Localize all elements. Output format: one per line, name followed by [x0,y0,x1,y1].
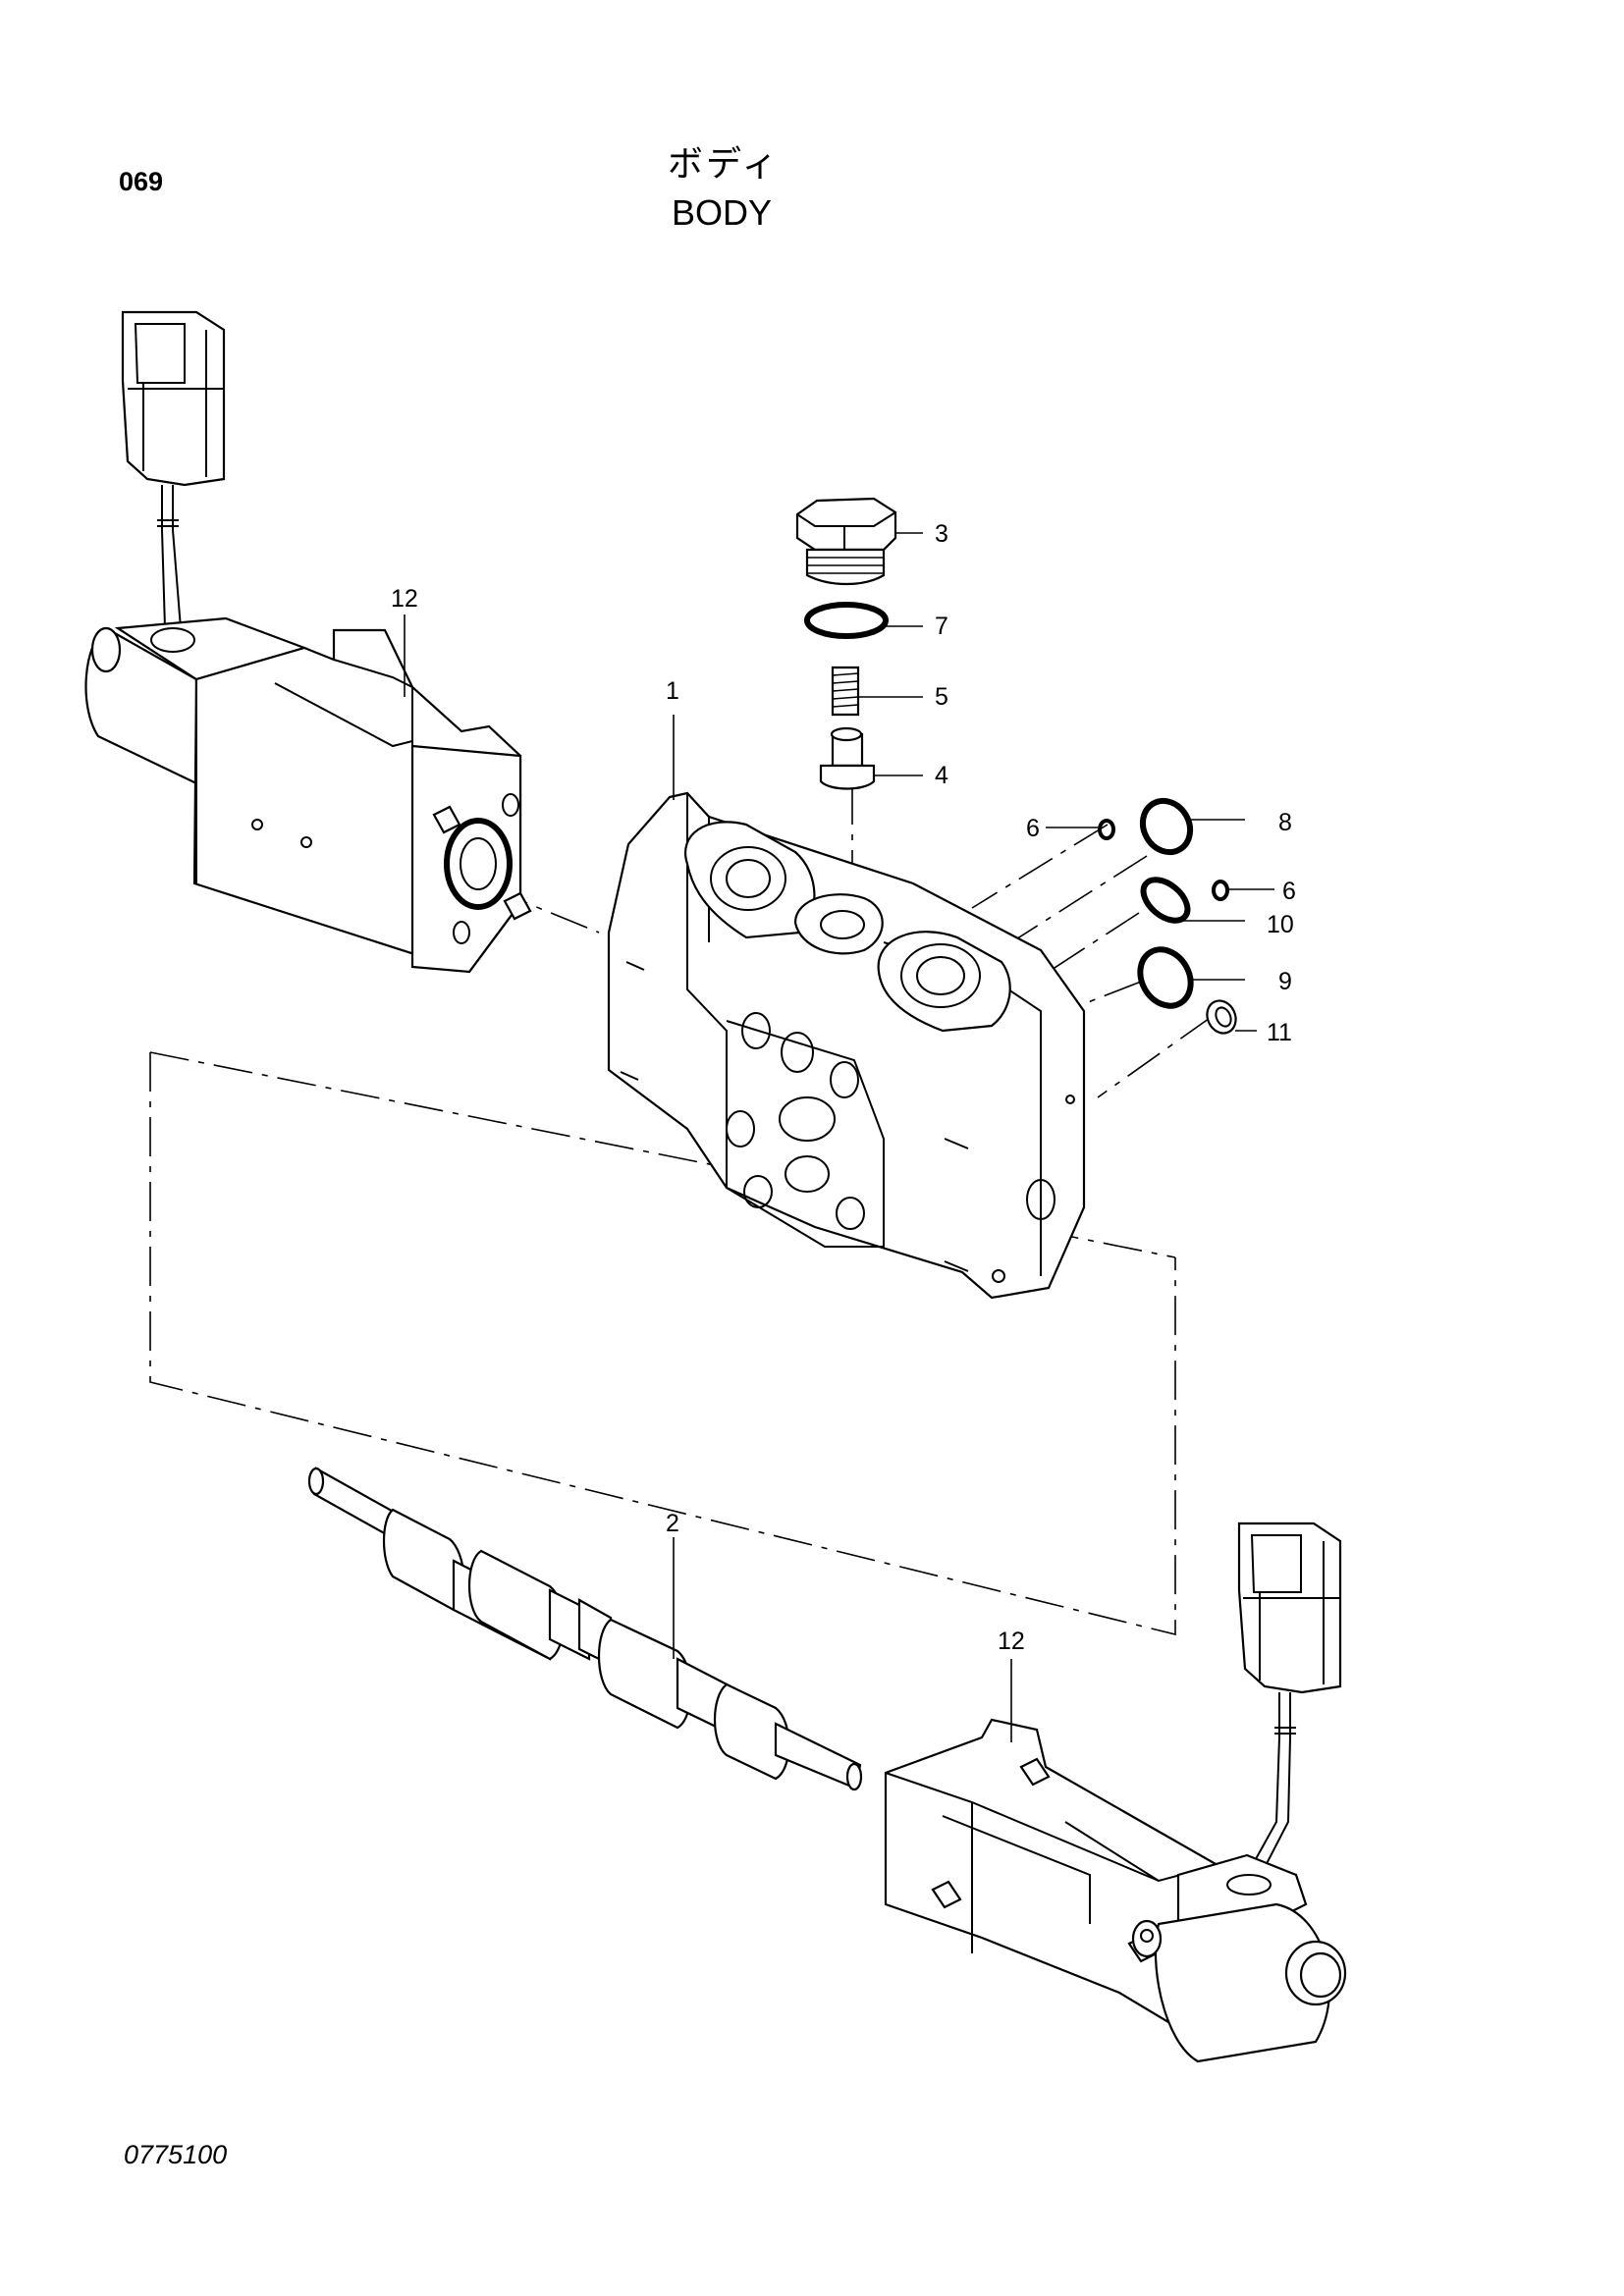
o-ring-large-upper [1139,797,1194,856]
title-english: BODY [672,192,773,233]
assembly-guide-line [149,1052,1176,1636]
callout-6-lower: 6 [1282,878,1296,905]
drawing-code: 0775100 [124,2140,228,2169]
o-ring-oval [1140,877,1191,924]
plug [795,497,897,586]
backup-ring [1206,999,1237,1035]
callout-8: 8 [1278,809,1292,836]
spool [307,1467,863,1791]
callout-12-right: 12 [998,1628,1025,1655]
o-ring-large-top [804,602,889,639]
callout-9: 9 [1278,968,1292,995]
callout-7: 7 [935,613,948,640]
title-japanese: ボディ [668,144,781,185]
o-ring-large-lower [1137,946,1194,1009]
callout-2: 2 [666,1510,679,1537]
callout-1: 1 [666,677,679,705]
callout-3: 3 [935,520,948,548]
callout-11: 11 [1267,1019,1292,1046]
poppet [819,726,876,790]
o-ring-small-right [1212,880,1229,901]
callout-4: 4 [935,762,948,789]
o-ring-small-upper [1098,819,1115,840]
callout-6-upper: 6 [1026,815,1040,842]
solenoid-valve-right [884,1522,1347,2063]
page-number: 069 [119,167,164,196]
solenoid-valve-left [84,310,532,974]
callout-labels: 1 2 3 4 5 6 6 7 8 9 10 11 12 12 [391,520,1296,1655]
leader-lines [404,532,1274,1742]
callout-10: 10 [1267,911,1294,938]
callout-12-left: 12 [391,585,418,613]
assembly-guide-line [1040,912,1140,978]
assembly-guide-line [1010,855,1148,943]
valve-body [607,791,1086,1300]
assembly-guide-line [971,824,1109,909]
assembly-guide-line [1097,1015,1214,1098]
callout-5: 5 [935,683,948,711]
spring [831,666,860,717]
